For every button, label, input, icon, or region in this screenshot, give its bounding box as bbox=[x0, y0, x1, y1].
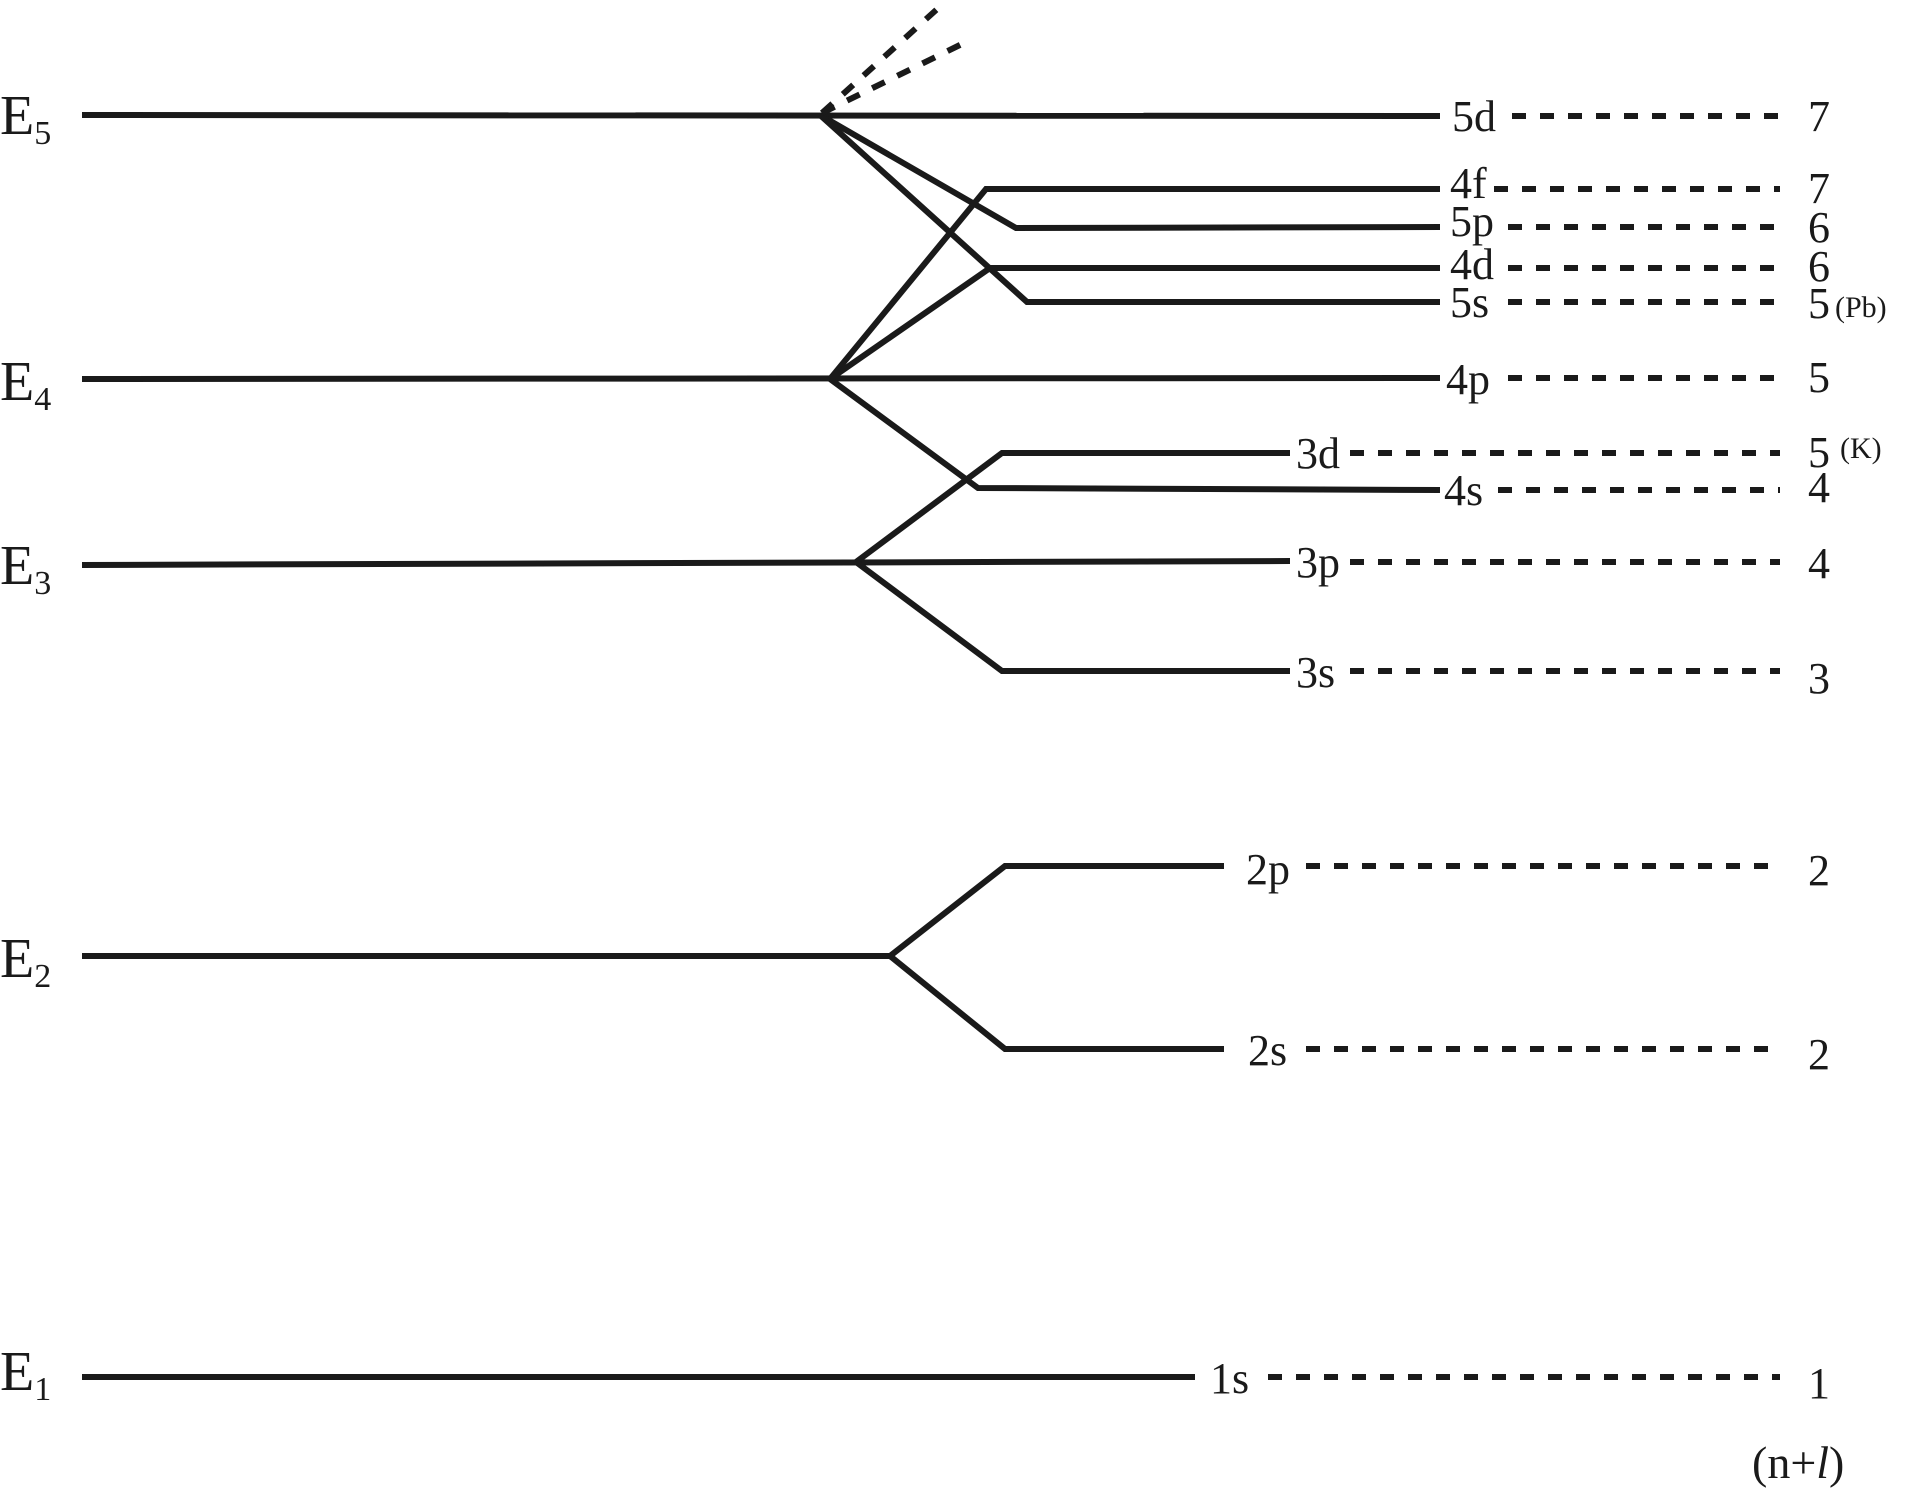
orbital-label-4d: 4d bbox=[1450, 240, 1494, 289]
energy-level-label-e1: E1 bbox=[0, 1341, 51, 1408]
branch-5p bbox=[818, 112, 1441, 232]
nl-value-3d: 5 bbox=[1808, 428, 1830, 477]
nl-value-4d: 6 bbox=[1808, 242, 1830, 291]
orbital-label-4p: 4p bbox=[1446, 355, 1490, 404]
branch-5s bbox=[817, 112, 1440, 305]
orbital-label-4f: 4f bbox=[1450, 159, 1487, 208]
orbital-label-3p: 3p bbox=[1296, 538, 1340, 587]
orbital-label-3d: 3d bbox=[1296, 429, 1340, 478]
nl-value-5d: 7 bbox=[1808, 92, 1830, 141]
energy-level-line-e4 bbox=[81, 375, 1441, 382]
energy-level-line-e3 bbox=[81, 558, 1291, 568]
orbital-label-5s: 5s bbox=[1450, 278, 1489, 327]
orbital-label-1s: 1s bbox=[1210, 1354, 1249, 1403]
nl-value-4f: 7 bbox=[1808, 164, 1830, 213]
branch-2s bbox=[888, 953, 1224, 1052]
n-plus-l-axis-label: (n+l) bbox=[1752, 1437, 1844, 1488]
branch-4d bbox=[828, 265, 1440, 382]
nl-value-4p: 5 bbox=[1808, 353, 1830, 402]
nl-value-5s: 5 bbox=[1808, 279, 1830, 328]
nl-value-3s: 3 bbox=[1808, 654, 1830, 703]
orbital-label-2s: 2s bbox=[1248, 1026, 1287, 1075]
orbital-label-5p: 5p bbox=[1450, 197, 1494, 246]
energy-level-line-e5 bbox=[81, 112, 1441, 119]
nl-value-5p: 6 bbox=[1808, 203, 1830, 252]
branch-3s bbox=[854, 559, 1290, 674]
energy-level-label-e5: E5 bbox=[0, 85, 51, 152]
nl-value-4s: 4 bbox=[1808, 463, 1830, 512]
branch-higher-dashed bbox=[819, 0, 948, 116]
nl-value-1s: 1 bbox=[1808, 1359, 1830, 1408]
element-note-k: (K) bbox=[1840, 432, 1882, 465]
branch-4s bbox=[828, 376, 1441, 493]
orbital-label-4s: 4s bbox=[1444, 466, 1483, 515]
branch-3d bbox=[854, 450, 1290, 565]
orbital-label-2p: 2p bbox=[1246, 845, 1290, 894]
branch-2p bbox=[888, 863, 1224, 959]
energy-level-label-e4: E4 bbox=[0, 351, 51, 418]
energy-level-label-e2: E2 bbox=[0, 928, 51, 995]
branch-4f bbox=[827, 186, 1440, 381]
nl-value-2s: 2 bbox=[1808, 1030, 1830, 1079]
energy-level-label-e3: E3 bbox=[0, 535, 51, 602]
orbital-label-5d: 5d bbox=[1452, 92, 1496, 141]
nl-value-2p: 2 bbox=[1808, 846, 1830, 895]
element-note-pb: (Pb) bbox=[1835, 291, 1887, 324]
branch-higher-dashed bbox=[820, 37, 972, 116]
orbital-label-3s: 3s bbox=[1296, 648, 1335, 697]
nl-value-3p: 4 bbox=[1808, 539, 1830, 588]
